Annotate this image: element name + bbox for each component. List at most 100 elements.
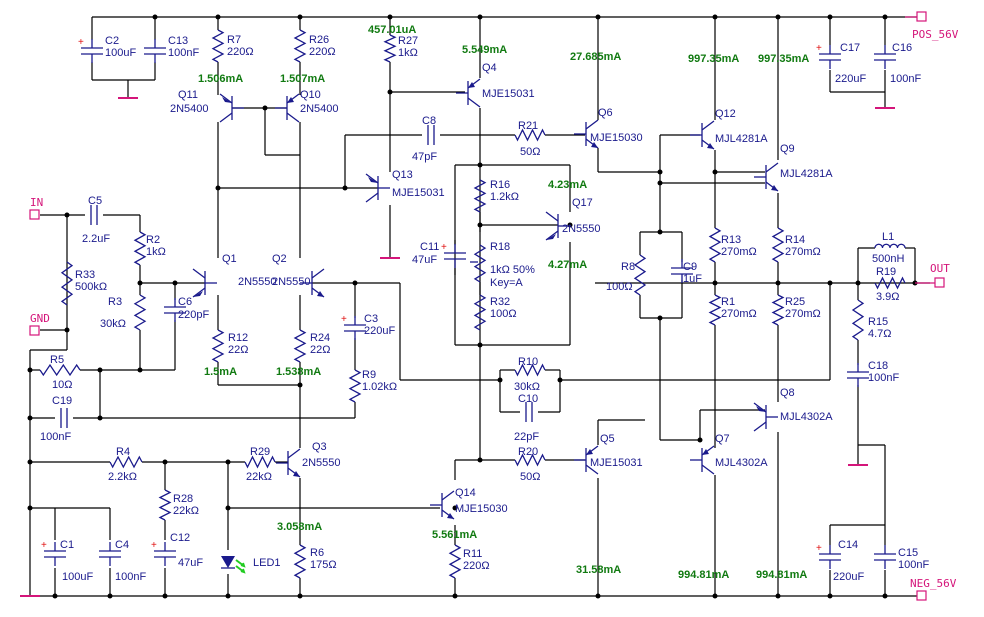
component-r9: R91.02kΩ <box>348 369 397 403</box>
component-value-q7: MJL4302A <box>715 457 768 469</box>
component-value-r21: 50Ω <box>520 146 540 158</box>
component-value-c12: 47uF <box>178 557 203 569</box>
component-ref-c11: C11 <box>420 241 439 253</box>
component-value-r27: 1kΩ <box>398 47 418 59</box>
component-value-c10: 22pF <box>514 431 539 443</box>
component-ref-c6: C6 <box>178 296 192 308</box>
component-q2: Q2 2N5550 <box>272 253 325 298</box>
port-gnd-label: GND <box>30 312 50 325</box>
svg-text:+: + <box>151 540 157 551</box>
component-value-c6: 220pF <box>178 309 209 321</box>
component-value-r11: 220Ω <box>463 560 490 572</box>
svg-text:+: + <box>441 242 447 253</box>
component-value-q2: 2N5550 <box>272 276 311 288</box>
component-ref-c18: C18 <box>868 360 888 372</box>
current-q8: 994.81mA <box>756 569 807 581</box>
component-value-r4: 2.2kΩ <box>108 471 137 483</box>
component-ref-r13: R13 <box>721 234 741 246</box>
component-ref-q12: Q12 <box>715 108 736 120</box>
component-ref-r7: R7 <box>227 34 241 46</box>
component-ref-c4: C4 <box>115 539 129 551</box>
component-value-r5: 10Ω <box>52 379 72 391</box>
current-q4: 5.549mA <box>462 44 507 56</box>
component-ref-led1: LED1 <box>253 557 281 569</box>
component-value-r33: 500kΩ <box>75 281 107 293</box>
component-ref-c19: C19 <box>52 395 72 407</box>
component-value-c19: 100nF <box>40 431 71 443</box>
svg-text:+: + <box>816 543 822 554</box>
component-value-r14: 270mΩ <box>785 246 821 258</box>
component-ref-c13: C13 <box>168 35 188 47</box>
component-led1: LED1 <box>221 556 281 574</box>
component-value-r6: 175Ω <box>310 559 337 571</box>
component-value-r15: 4.7Ω <box>868 328 892 340</box>
component-ref-c8: C8 <box>422 115 436 127</box>
component-extra-r18: Key=A <box>490 277 523 289</box>
component-ref-q11: Q11 <box>178 89 198 101</box>
component-value-c1: 100uF <box>62 571 93 583</box>
current-q3: 3.058mA <box>277 521 322 533</box>
component-value-c14: 220uF <box>833 571 864 583</box>
component-ref-r3: R3 <box>108 296 122 308</box>
port-neg-56v: NEG_56V <box>910 577 957 601</box>
current-q9: 997.35mA <box>758 53 809 65</box>
component-value-r7: 220Ω <box>227 46 254 58</box>
component-value-c9: 1uF <box>683 273 702 285</box>
current-r27: 457.01uA <box>368 24 416 36</box>
component-value-q4: MJE15031 <box>482 88 535 100</box>
component-ref-c5: C5 <box>88 195 102 207</box>
component-ref-c14: C14 <box>838 539 858 551</box>
component-ref-r20: R20 <box>518 446 538 458</box>
component-ref-r5: R5 <box>50 354 64 366</box>
component-value-r32: 100Ω <box>490 308 517 320</box>
component-value-r24: 22Ω <box>310 344 330 356</box>
svg-text:+: + <box>41 540 47 551</box>
component-value-r10: 30kΩ <box>514 381 540 393</box>
component-value-q6: MJE15030 <box>590 132 643 144</box>
component-r4: R42.2kΩ <box>108 446 143 483</box>
component-value-q3: 2N5550 <box>302 457 341 469</box>
component-r20: R20 50Ω <box>514 446 546 483</box>
current-q7: 994.81mA <box>678 569 729 581</box>
component-value-r18: 1kΩ 50% <box>490 264 535 276</box>
component-ref-r12: R12 <box>228 332 248 344</box>
component-ref-q2: Q2 <box>272 253 287 265</box>
component-value-q13: MJE15031 <box>392 187 445 199</box>
component-ref-q1: Q1 <box>222 253 237 265</box>
component-ref-c12: C12 <box>170 532 190 544</box>
component-ref-r11: R11 <box>463 548 482 560</box>
port-pos-label: POS_56V <box>912 28 959 41</box>
component-ref-r25: R25 <box>785 296 805 308</box>
component-value-r12: 22Ω <box>228 344 248 356</box>
component-value-r16: 1.2kΩ <box>490 191 519 203</box>
component-value-c17: 220uF <box>835 73 866 85</box>
component-value-r20: 50Ω <box>520 471 540 483</box>
component-c5: C52.2uF <box>82 195 110 245</box>
